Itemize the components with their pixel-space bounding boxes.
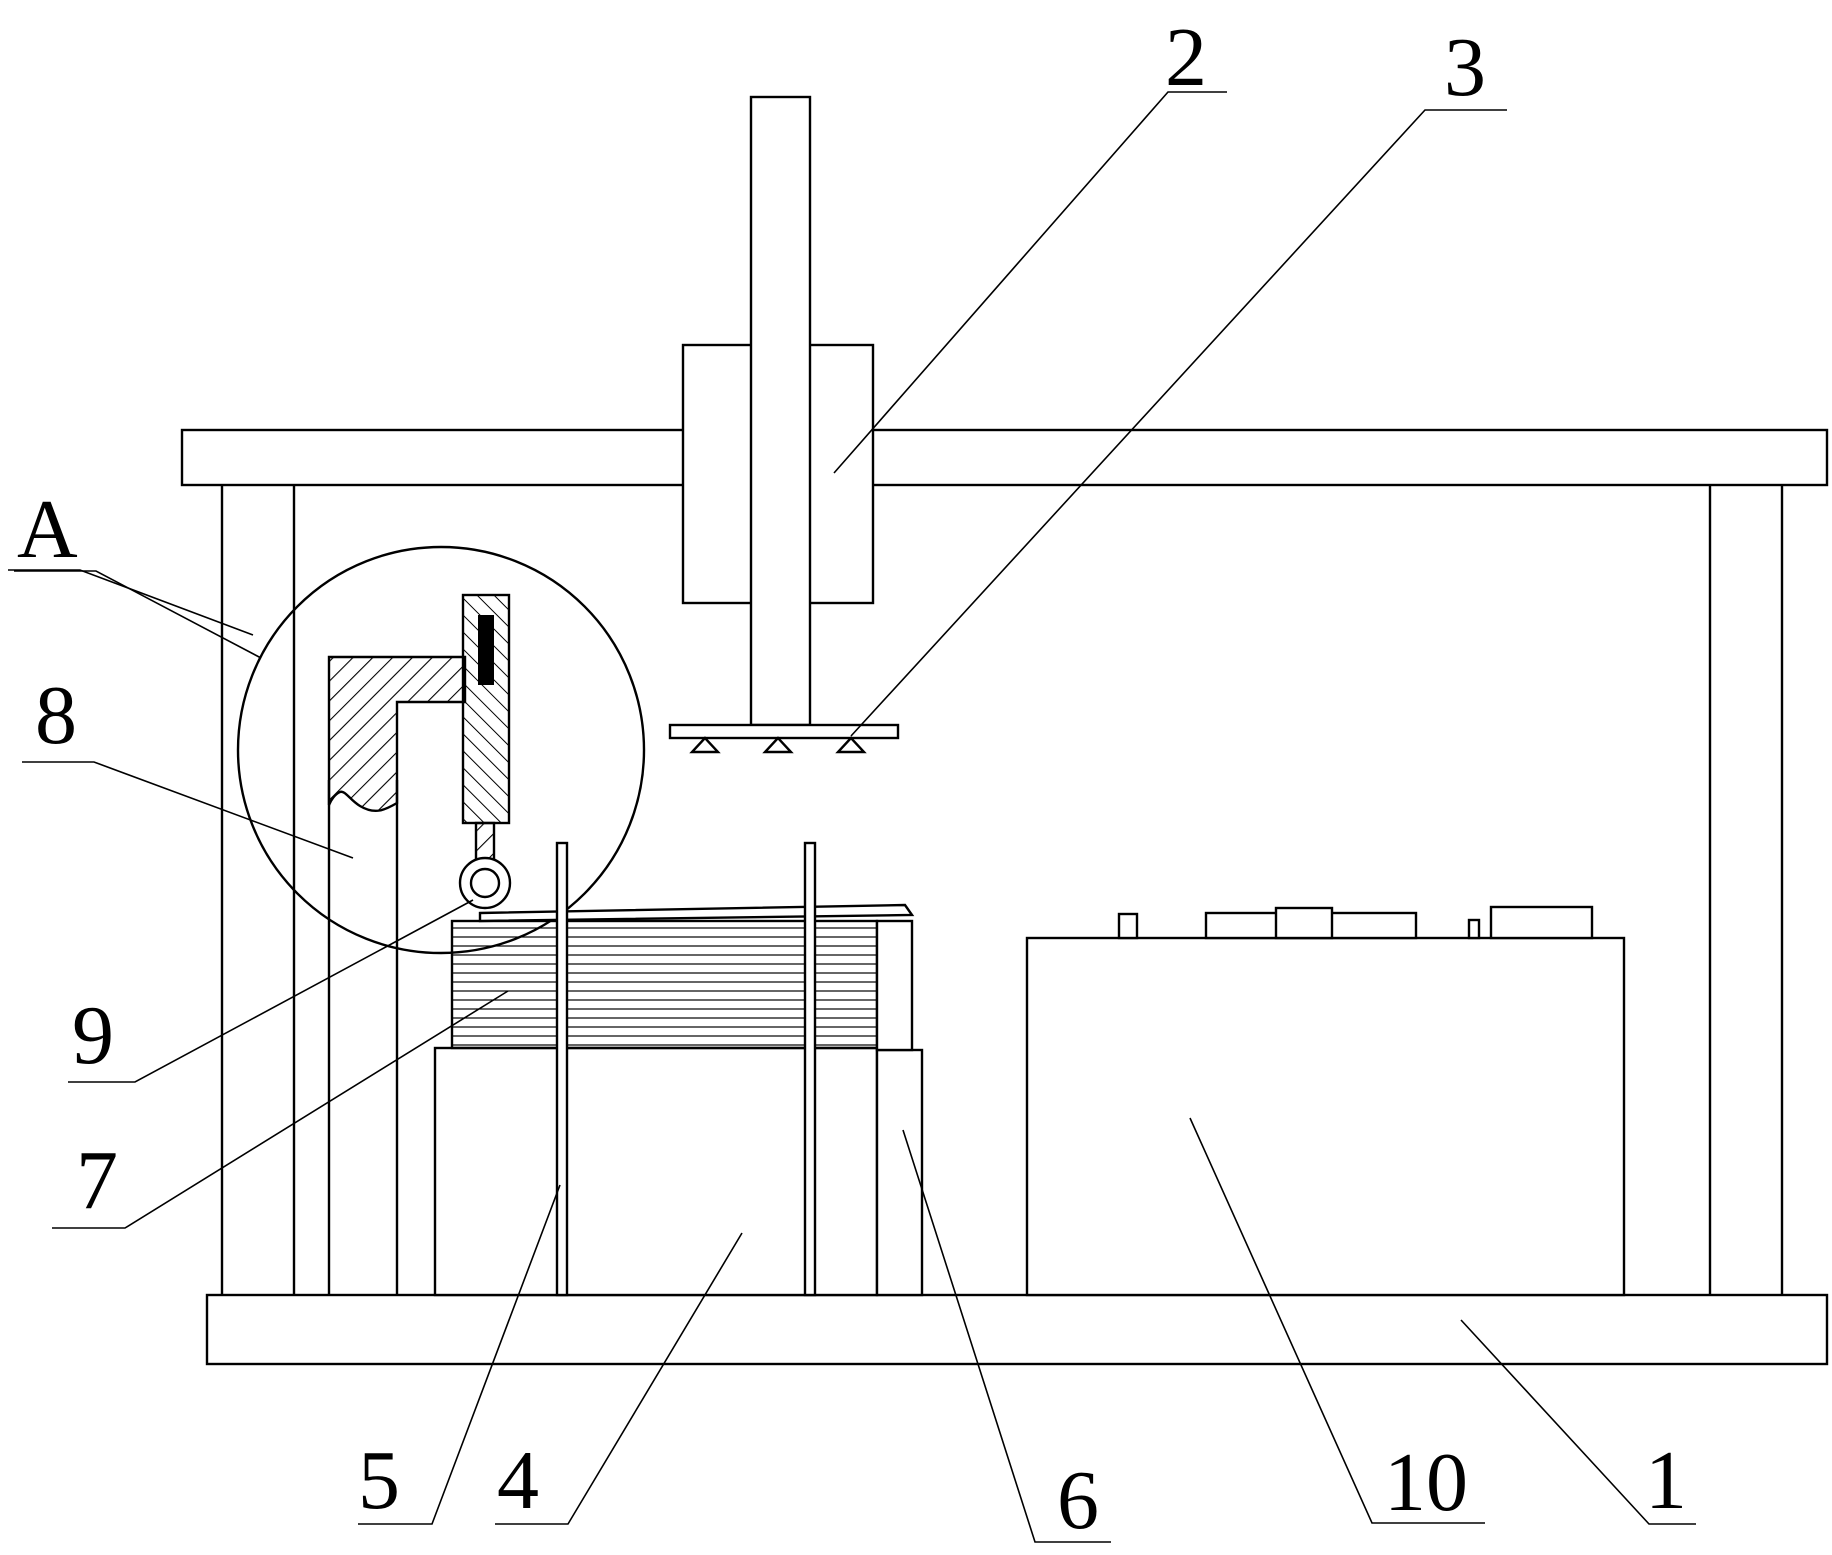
callout-3: 3 (1444, 21, 1486, 114)
callout-8: 8 (35, 669, 77, 762)
right-column (1708, 485, 1784, 1295)
callout-a: A (17, 483, 78, 576)
top-beam (180, 428, 1829, 487)
machine-box (1025, 936, 1626, 1297)
guide-rod-left (555, 841, 569, 1297)
roller (458, 856, 512, 910)
suction-cup (689, 736, 867, 754)
left-column (220, 485, 296, 1295)
callout-4: 4 (497, 1434, 539, 1527)
cylinder-core (478, 615, 494, 685)
hatched-l-bracket (327, 655, 467, 813)
callout-1: 1 (1645, 1434, 1687, 1527)
guide-rod-right (803, 841, 817, 1297)
leader-lines (8, 91, 1696, 1543)
bracket-post (327, 780, 399, 1295)
callout-6: 6 (1057, 1454, 1099, 1547)
suction-plate (668, 723, 900, 740)
machine-fittings (1117, 905, 1594, 940)
top-sheet (478, 903, 915, 923)
vertical-actuator (749, 95, 812, 727)
callout-5: 5 (358, 1434, 400, 1527)
side-guide (875, 1048, 924, 1297)
side-guide-upper (875, 919, 914, 1052)
callout-10: 10 (1384, 1436, 1468, 1529)
callout-2: 2 (1165, 11, 1207, 104)
base-plate (205, 1293, 1829, 1366)
callout-7: 7 (76, 1134, 118, 1227)
callout-9: 9 (72, 989, 114, 1082)
detail-circle-a (236, 545, 646, 955)
